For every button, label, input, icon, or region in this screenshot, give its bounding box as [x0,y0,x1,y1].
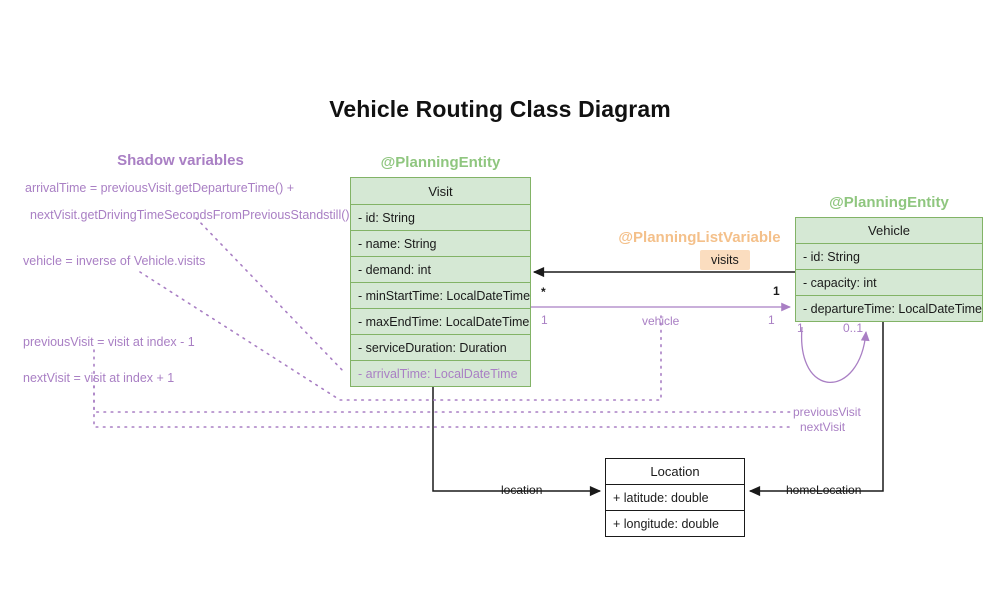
class-box-vehicle[interactable]: Vehicle - id: String - capacity: int - d… [795,217,983,322]
class-name-vehicle: Vehicle [868,223,910,238]
class-attribute-visit-demand: - demand: int [351,256,530,282]
edge-label-vehicle: vehicle [642,314,680,328]
edge-location [432,385,602,497]
class-attribute-visit-arrivaltime: - arrivalTime: LocalDateTime [351,360,530,386]
class-attribute-visit-id: - id: String [351,204,530,230]
edge-multiplicity-vehicle-target: 1 [768,313,775,327]
edge-label-homelocation: homeLocation [786,483,862,497]
class-attribute-vehicle-departuretime: - departureTime: LocalDateTime [796,295,982,321]
class-box-visit[interactable]: Visit - id: String - name: String - dema… [350,177,531,387]
stereotype-planning-entity-vehicle: @PlanningEntity [829,194,949,211]
page-title: Vehicle Routing Class Diagram [329,96,671,122]
shadow-note-previousvisit: previousVisit = visit at index - 1 [23,335,195,349]
class-attribute-visit-serviceduration: - serviceDuration: Duration [351,334,530,360]
dotted-arrivaltime-link [195,217,346,374]
edge-multiplicity-vehicle-source: 1 [541,313,548,327]
shadow-note-vehicle: vehicle = inverse of Vehicle.visits [23,254,206,268]
edge-label-nextvisit: nextVisit [800,420,846,434]
edge-vehicle-self-loop [801,326,870,383]
edge-multiplicity-visits-target: * [541,285,546,299]
class-name-location: Location [650,464,700,479]
stereotype-planning-list-variable: @PlanningListVariable [618,229,781,246]
shadow-note-arrivaltime-1: arrivalTime = previousVisit.getDeparture… [25,181,295,195]
shadow-note-nextvisit: nextVisit = visit at index + 1 [23,371,175,385]
class-box-location[interactable]: Location + latitude: double + longitude:… [605,458,745,537]
shadow-variables-heading: Shadow variables [117,152,244,169]
class-attribute-visit-minstarttime: - minStartTime: LocalDateTime [351,282,530,308]
dotted-nextvisit-link [93,385,793,428]
stereotype-planning-entity-visit: @PlanningEntity [380,154,501,171]
class-name-visit: Visit [428,183,453,199]
edge-label-location: location [501,483,543,497]
class-attribute-vehicle-capacity: - capacity: int [796,269,982,295]
class-attribute-visit-maxendtime: - maxEndTime: LocalDateTime [351,308,530,334]
shadow-note-arrivaltime-2: nextVisit.getDrivingTimeSecondsFromPrevi… [30,208,350,222]
class-attribute-visit-name: - name: String [351,230,530,256]
class-attribute-location-longitude: + longitude: double [606,510,744,536]
edge-label-previousvisit: previousVisit [793,405,861,419]
class-attribute-location-latitude: + latitude: double [606,484,744,510]
edge-label-visits: visits [700,250,750,270]
edge-multiplicity-previousvisit-target: 0..1 [843,321,864,335]
edge-multiplicity-previousvisit-source: 1 [797,321,804,335]
class-attribute-vehicle-id: - id: String [796,243,982,269]
edge-multiplicity-visits-source: 1 [773,284,780,298]
edge-visits [532,255,797,278]
